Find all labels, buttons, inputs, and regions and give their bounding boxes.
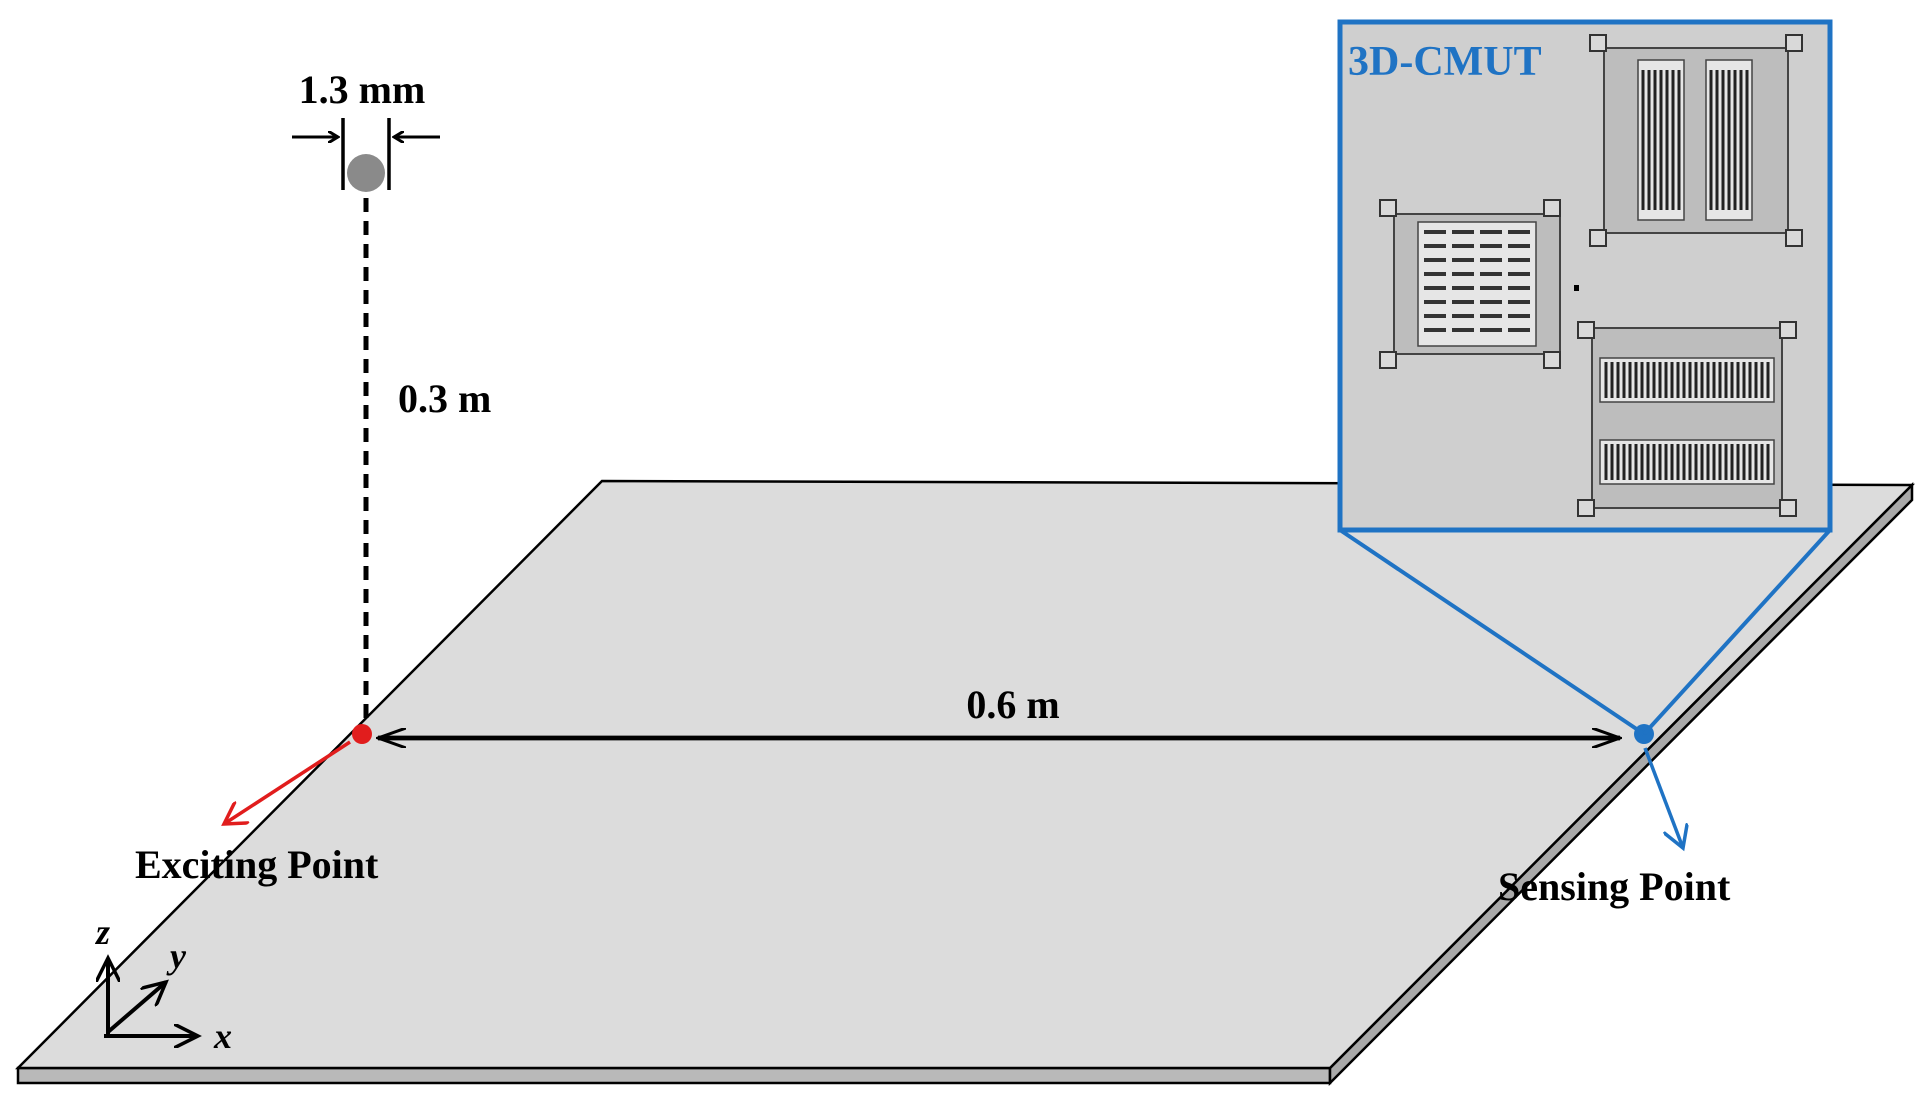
- plate-front-edge: [16, 1066, 1332, 1085]
- ball-diameter-label: 1.3 mm: [299, 67, 426, 112]
- drop-height-label: 0.3 m: [398, 376, 491, 421]
- y-axis-label: y: [166, 936, 187, 976]
- y-axis-arrow: [106, 982, 166, 1034]
- zoom-line-right: [1642, 528, 1832, 736]
- coordinate-axes: x z y: [94, 912, 232, 1056]
- exciting-arrow: [224, 740, 351, 824]
- plate-top: [14, 479, 1916, 1070]
- steel-ball-icon: [292, 118, 440, 192]
- span-label: 0.6 m: [966, 682, 1059, 727]
- x-axis-label: x: [213, 1016, 232, 1056]
- plate: [14, 479, 1916, 1087]
- exciting-point-marker: [352, 724, 372, 744]
- cmut-device-icon: [1577, 321, 1797, 517]
- sensing-arrow: [1643, 747, 1683, 848]
- cmut-device-icon: [1379, 199, 1561, 369]
- cmut-inset: 3D-CMUT: [1337, 19, 1833, 533]
- zoom-line-left: [1338, 528, 1646, 736]
- sensing-point-label: Sensing Point: [1498, 864, 1731, 909]
- cmut-device-icon: [1589, 34, 1803, 247]
- inset-title: 3D-CMUT: [1348, 39, 1542, 85]
- inset-dot: [1574, 285, 1579, 291]
- exciting-point-label: Exciting Point: [135, 842, 379, 887]
- z-axis-label: z: [94, 912, 110, 952]
